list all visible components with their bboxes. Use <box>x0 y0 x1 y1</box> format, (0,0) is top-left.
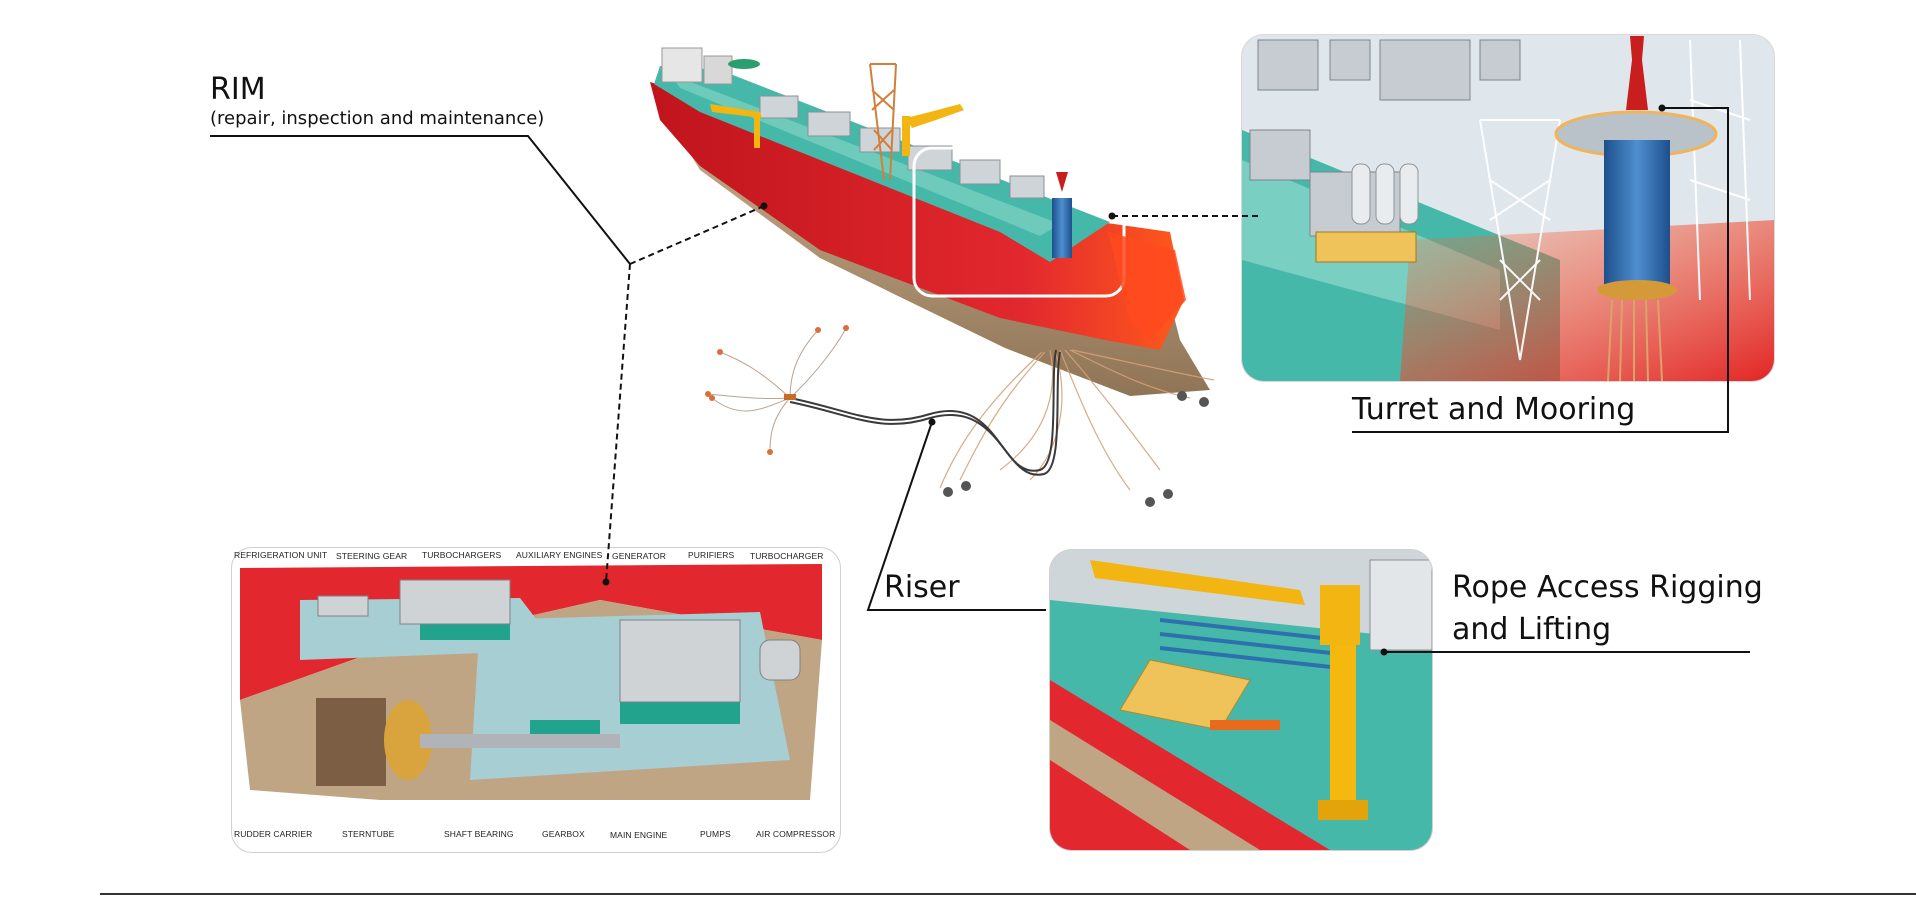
engine-label-steering-gear: STEERING GEAR <box>336 551 408 561</box>
turret-mooring-label: Turret and Mooring <box>1352 392 1636 427</box>
engine-label-refrigeration-unit: REFRIGERATION UNIT <box>234 550 328 560</box>
engine-label-generator: GENERATOR <box>612 551 666 561</box>
engine-label-turbochargers: TURBOCHARGERS <box>422 550 502 560</box>
engine-label-main-engine: MAIN ENGINE <box>610 830 668 840</box>
rim-title: RIM <box>210 72 266 107</box>
engine-label-pumps: PUMPS <box>700 829 731 839</box>
rim-dashed-engine <box>605 263 631 583</box>
engine-room-inset <box>231 547 841 853</box>
turret-leader-line <box>1352 107 1729 433</box>
riser-leader-line <box>866 421 1046 611</box>
crane-lifting-inset <box>1049 549 1433 851</box>
rope-access-label-line2: and Lifting <box>1452 612 1612 647</box>
engine-label-shaft-bearing: SHAFT BEARING <box>444 829 514 839</box>
engine-label-sterntube: STERNTUBE <box>342 829 395 839</box>
engine-label-gearbox: GEARBOX <box>542 829 585 839</box>
engine-label-rudder-carrier: RUDDER CARRIER <box>234 829 313 839</box>
leader-lines <box>210 107 1750 653</box>
engine-label-turbocharger: TURBOCHARGER <box>750 551 824 561</box>
riser-label: Riser <box>884 570 960 605</box>
rim-leader-line <box>210 135 631 265</box>
engine-label-air-compressor: AIR COMPRESSOR <box>756 829 836 839</box>
fpso-ship-illustration <box>650 47 1215 507</box>
bottom-divider <box>100 893 1916 895</box>
engine-label-auxiliary-engines: AUXILIARY ENGINES <box>516 550 603 560</box>
rope-access-label-line1: Rope Access Rigging <box>1452 570 1763 605</box>
rim-dashed-ship <box>629 205 765 265</box>
rim-subtitle: (repair, inspection and maintenance) <box>210 108 545 129</box>
turret-mooring-inset <box>1241 34 1775 382</box>
engine-label-purifiers: PURIFIERS <box>688 550 735 560</box>
